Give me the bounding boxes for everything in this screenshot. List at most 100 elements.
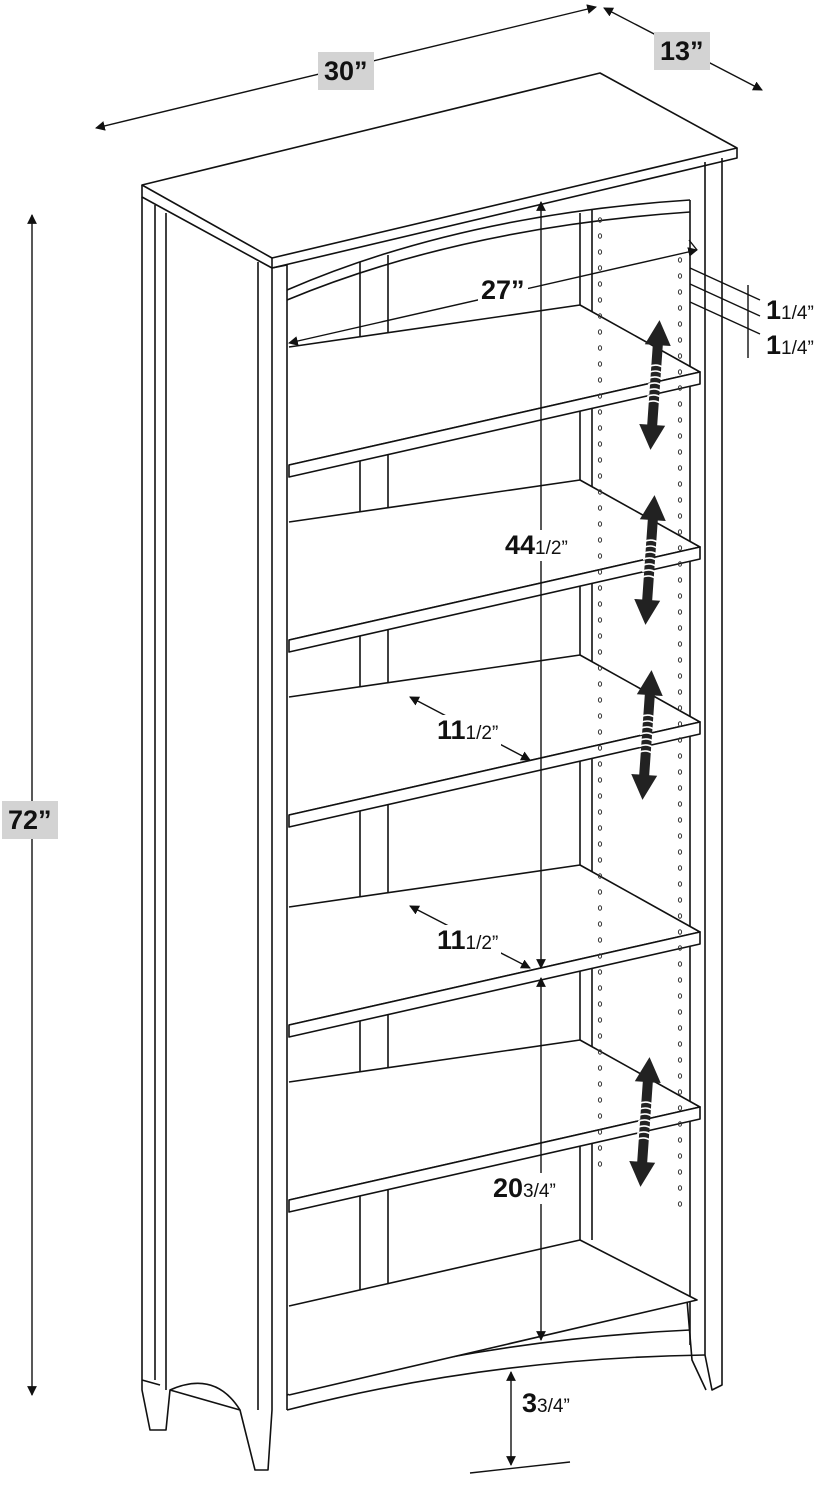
peg-hole-1-17 — [677, 529, 683, 535]
peg-hole-0-11 — [597, 393, 603, 399]
peg-hole-1-23 — [677, 625, 683, 631]
peg-hole-1-57 — [677, 1169, 683, 1175]
shelf-front-3 — [288, 721, 701, 828]
peg-hole-0-32 — [597, 729, 603, 735]
peg-hole-0-44 — [597, 921, 603, 927]
peg-hole-1-7 — [677, 369, 683, 375]
peg-hole-1-15 — [677, 497, 683, 503]
peg-hole-1-12 — [677, 449, 683, 455]
shelf-front-5 — [288, 1106, 701, 1213]
peg-hole-1-20 — [677, 577, 683, 583]
arrow-twist-4 — [636, 1131, 652, 1136]
peg-hole-0-21 — [597, 553, 603, 559]
peg-hole-1-16 — [677, 513, 683, 519]
arrow-shape-2 — [634, 495, 666, 625]
arrow-twist-2 — [642, 557, 658, 562]
peg-hole-0-47 — [597, 969, 603, 975]
peg-hole-0-19 — [597, 521, 603, 527]
peg-hole-0-23 — [597, 585, 603, 591]
peg-hole-1-41 — [677, 913, 683, 919]
arrow-twist-1 — [648, 370, 664, 375]
peg-hole-0-38 — [597, 825, 603, 831]
peg-hole-0-53 — [597, 1065, 603, 1071]
arrow-twist-3 — [640, 726, 655, 731]
peg-hole-0-33 — [597, 745, 603, 751]
peg-hole-1-33 — [677, 785, 683, 791]
peg-hole-0-9 — [597, 361, 603, 367]
peg-hole-1-58 — [677, 1185, 683, 1191]
peg-hole-0-4 — [597, 281, 603, 287]
peg-hole-1-28 — [677, 705, 683, 711]
peg-hole-1-38 — [677, 865, 683, 871]
peg-hole-1-11 — [677, 433, 683, 439]
peg-hole-1-18 — [677, 545, 683, 551]
peg-hole-0-24 — [597, 601, 603, 607]
peg-hole-1-53 — [677, 1105, 683, 1111]
peg-hole-1-45 — [677, 977, 683, 983]
peg-hole-0-15 — [597, 457, 603, 463]
base-clearance-label: 33/4” — [522, 1388, 570, 1418]
arrow-twist-1 — [646, 394, 662, 399]
arrow-twist-2 — [643, 539, 659, 544]
peg-hole-0-12 — [597, 409, 603, 415]
left-side-panel — [141, 197, 273, 1471]
peg-hole-0-29 — [597, 681, 603, 687]
peg-hole-1-40 — [677, 897, 683, 903]
peg-hole-0-58 — [597, 1145, 603, 1151]
arrow-twist-3 — [638, 744, 654, 749]
adjustable-shelf-arrow-icon — [634, 495, 666, 625]
arrow-twist-2 — [641, 569, 657, 574]
peg-hole-1-19 — [677, 561, 683, 567]
peg-hole-0-25 — [597, 617, 603, 623]
arrow-twist-2 — [641, 575, 657, 580]
arrow-twist-1 — [648, 364, 664, 369]
shelves — [288, 304, 701, 1396]
peg-hole-1-9 — [677, 401, 683, 407]
peg-hole-0-31 — [597, 713, 603, 719]
peg-hole-1-49 — [677, 1041, 683, 1047]
upper-section-height-label: 441/2” — [502, 530, 571, 561]
peg-hole-1-51 — [677, 1073, 683, 1079]
adjustable-shelf-arrow-icon — [639, 320, 671, 450]
adjustable-shelf-arrows — [629, 320, 671, 1187]
shelf-top-2 — [288, 479, 701, 641]
peg-hole-0-0 — [597, 217, 603, 223]
peg-hole-0-34 — [597, 761, 603, 767]
peg-hole-1-25 — [677, 657, 683, 663]
peg-hole-0-30 — [597, 697, 603, 703]
arrow-shape-4 — [629, 1057, 661, 1187]
arrow-shape-3 — [631, 670, 663, 800]
peg-hole-1-22 — [677, 609, 683, 615]
peg-hole-1-39 — [677, 881, 683, 887]
peg-hole-0-48 — [597, 985, 603, 991]
peg-hole-0-14 — [597, 441, 603, 447]
peg-hole-1-26 — [677, 673, 683, 679]
peg-hole-0-13 — [597, 425, 603, 431]
peg-hole-0-43 — [597, 905, 603, 911]
peg-hole-1-42 — [677, 929, 683, 935]
shelf-depth-label-a: 111/2” — [434, 715, 502, 746]
peg-hole-1-10 — [677, 417, 683, 423]
peg-hole-0-37 — [597, 809, 603, 815]
peg-hole-0-45 — [597, 937, 603, 943]
peg-hole-0-18 — [597, 505, 603, 511]
peg-hole-1-37 — [677, 849, 683, 855]
peg-hole-0-57 — [597, 1129, 603, 1135]
peg-hole-1-48 — [677, 1025, 683, 1031]
peg-hole-1-32 — [677, 769, 683, 775]
peg-hole-0-20 — [597, 537, 603, 543]
peg-hole-1-46 — [677, 993, 683, 999]
shelf-thickness-label-b: 11/4” — [766, 330, 814, 360]
depth-label: 13” — [654, 32, 710, 70]
shelf-front-4 — [288, 931, 701, 1038]
shelf-thickness-label-a: 11/4” — [766, 295, 814, 325]
peg-hole-1-8 — [677, 385, 683, 391]
peg-hole-1-5 — [677, 337, 683, 343]
shelf-depth-label-b: 111/2” — [434, 925, 502, 956]
arrow-twist-4 — [636, 1137, 652, 1142]
peg-hole-1-59 — [677, 1201, 683, 1207]
peg-hole-1-50 — [677, 1057, 683, 1063]
arrow-twist-3 — [640, 720, 656, 725]
arrow-twist-3 — [639, 738, 655, 743]
peg-hole-0-36 — [597, 793, 603, 799]
